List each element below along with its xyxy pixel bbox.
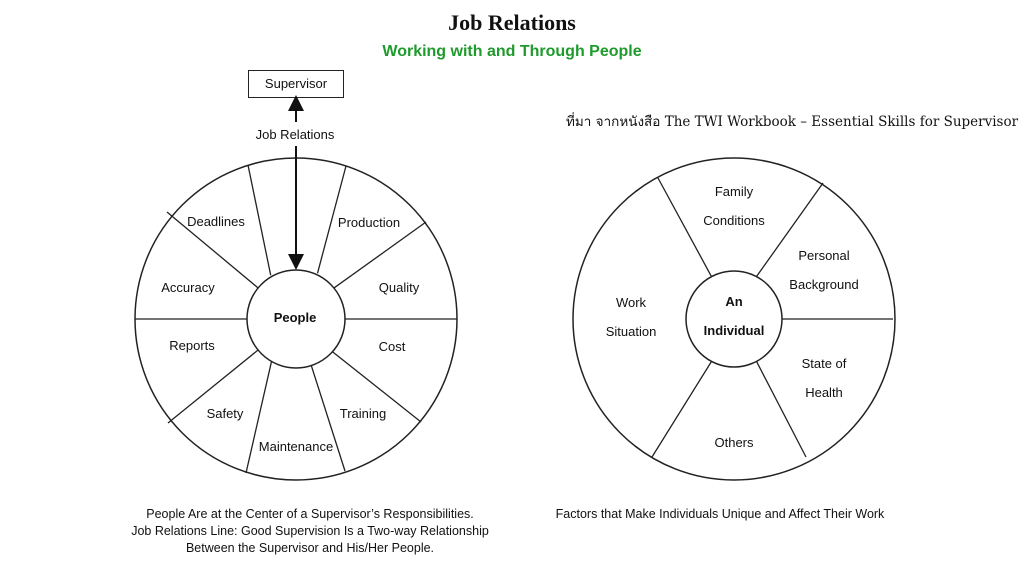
page-subtitle: Working with and Through People [382,43,642,60]
caption-line: Between the Supervisor and His/Her Peopl… [185,541,435,555]
center-circle [246,269,346,369]
right-diagram-caption: Factors that Make Individuals Unique and… [555,507,885,521]
segment-work-line2: Situation [606,324,657,339]
wheel-spokes [135,164,457,474]
caption-line: People Are at the Center of a Supervisor… [146,507,474,521]
segment-family-line2: Conditions [703,213,765,228]
segment-training: Training [340,406,386,421]
segment-maintenance: Maintenance [259,439,333,454]
page-title: Job Relations [448,10,576,35]
segment-personal-line2: Background [789,277,858,292]
outer-circle [572,157,896,481]
segment-health-line2: Health [805,385,843,400]
caption-line: Job Relations Line: Good Supervision Is … [131,524,489,538]
segment-cost: Cost [379,339,406,354]
center-label-line1: An [725,294,742,309]
segment-personal-line1: Personal [798,248,849,263]
wheel-spokes [651,177,893,458]
segment-accuracy: Accuracy [161,280,215,295]
segment-production: Production [338,215,400,230]
segment-reports: Reports [169,338,215,353]
segment-quality: Quality [379,280,420,295]
segment-health-line1: State of [802,356,847,371]
center-circle [685,270,783,368]
segment-others: Others [714,435,754,450]
job-relations-label: Job Relations [256,127,335,142]
segment-family-line1: Family [715,184,754,199]
segment-safety: Safety [207,406,244,421]
source-note: ที่มา จากหนังสือ The TWI Workbook – Esse… [566,114,1019,130]
segment-deadlines: Deadlines [187,214,245,229]
left-diagram-caption: People Are at the Center of a Supervisor… [100,506,520,557]
center-label-people: People [274,310,317,325]
individual-wheel: An Individual Family Conditions Personal… [572,157,896,481]
responsibility-wheel: Job Relations People Deadlines Productio… [134,95,458,481]
segment-work-line1: Work [616,295,647,310]
center-label-line2: Individual [704,323,765,338]
